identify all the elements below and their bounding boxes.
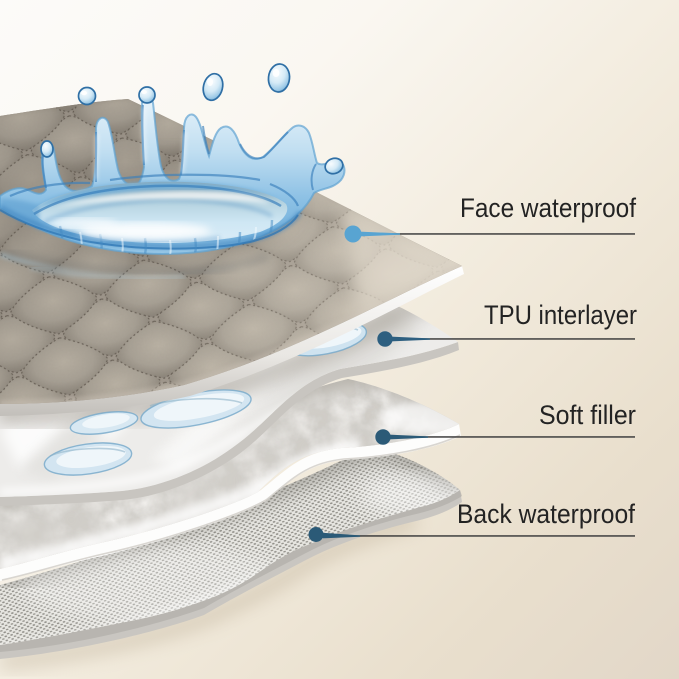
svg-text:Soft filler: Soft filler [539, 400, 636, 430]
svg-text:TPU interlayer: TPU interlayer [484, 300, 637, 330]
svg-text:Back waterproof: Back waterproof [457, 499, 635, 529]
svg-text:Face waterproof: Face waterproof [460, 193, 636, 223]
